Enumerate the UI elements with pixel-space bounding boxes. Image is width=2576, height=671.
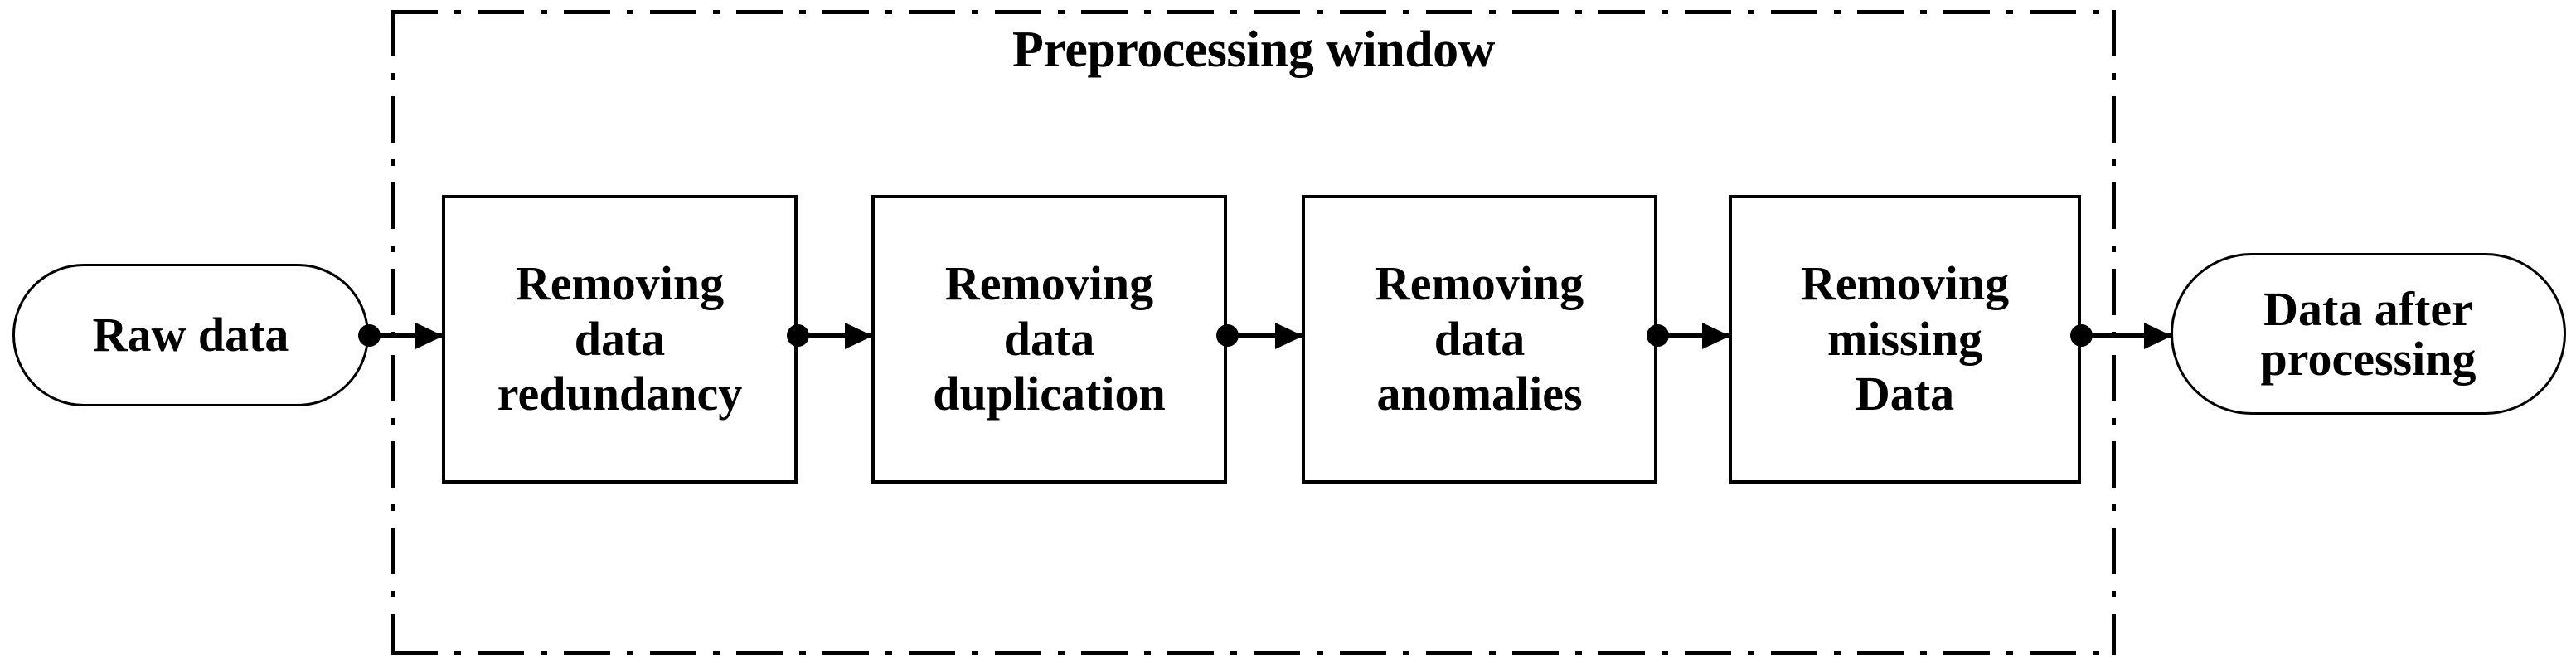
process-box-removing-data-redundancy-label: Removing data redundancy [497, 255, 743, 421]
connector-line [1227, 333, 1302, 338]
arrow-head-icon [2144, 323, 2172, 349]
node-data-after-processing[interactable]: Data after processing [2171, 253, 2566, 415]
arrow-head-icon [845, 323, 873, 349]
connector-line [798, 333, 871, 338]
node-data-after-processing-label: Data after processing [2260, 282, 2477, 386]
process-box-removing-data-anomalies[interactable]: Removing data anomalies [1302, 195, 1657, 484]
arrow-head-icon [1275, 323, 1303, 349]
process-box-removing-data-redundancy[interactable]: Removing data redundancy [442, 195, 798, 484]
process-box-removing-missing-data-label: Removing missing Data [1800, 255, 2010, 421]
process-box-removing-data-anomalies-label: Removing data anomalies [1375, 255, 1584, 421]
connector-anomalies-to-missing-data [1647, 323, 1730, 349]
connector-raw-data-to-redundancy [358, 323, 444, 349]
connector-duplication-to-anomalies [1216, 323, 1303, 349]
connector-redundancy-to-duplication [787, 323, 873, 349]
arrow-head-icon [415, 323, 444, 349]
node-raw-data[interactable]: Raw data [12, 264, 369, 406]
window-border-bottom [391, 651, 2116, 655]
window-border-top [391, 10, 2116, 14]
process-box-removing-data-duplication[interactable]: Removing data duplication [871, 195, 1227, 484]
arrow-head-icon [1702, 323, 1730, 349]
node-raw-data-label: Raw data [92, 308, 289, 362]
preprocessing-window-title: Preprocessing window [1012, 22, 1495, 78]
process-box-removing-data-duplication-label: Removing data duplication [933, 255, 1166, 421]
connector-line [1657, 333, 1729, 338]
process-box-removing-missing-data[interactable]: Removing missing Data [1729, 195, 2081, 484]
connector-line [369, 333, 442, 338]
connector-line [2081, 333, 2171, 338]
connector-missing-data-to-output [2070, 323, 2172, 349]
